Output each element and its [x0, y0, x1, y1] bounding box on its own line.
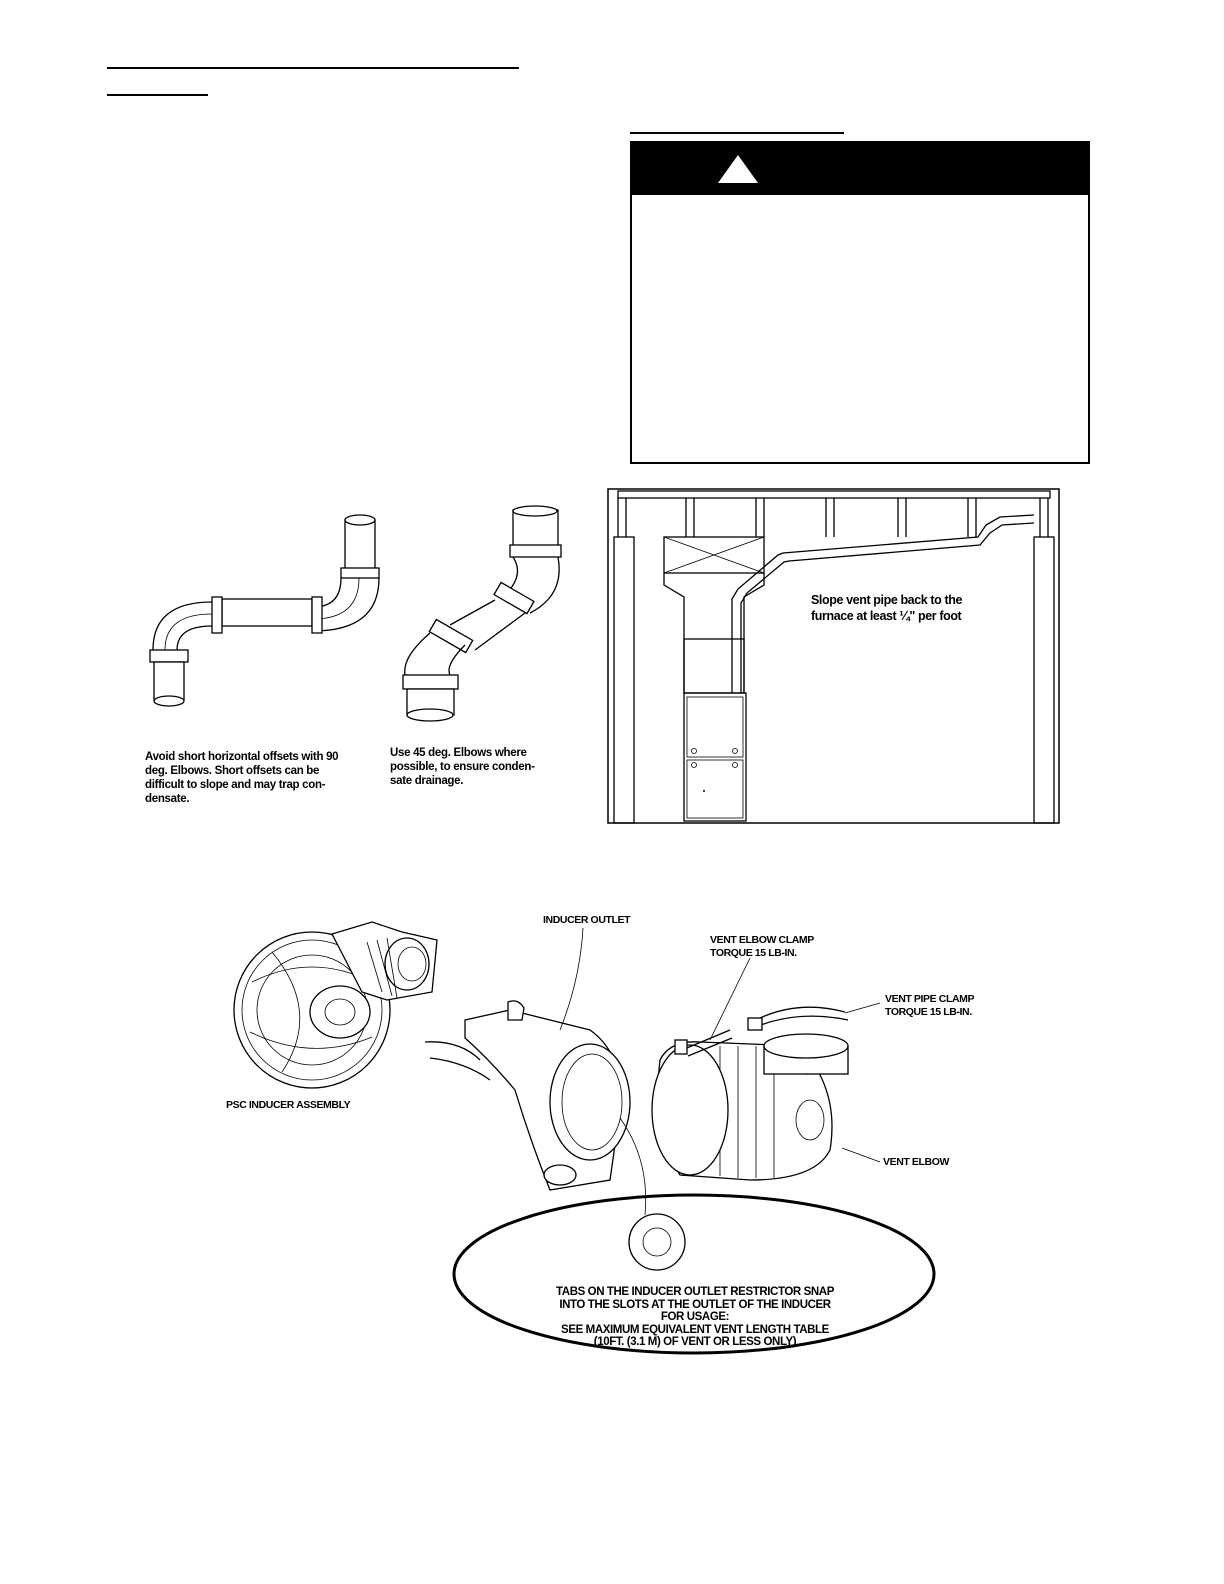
- note-line: TABS ON THE INDUCER OUTLET RESTRICTOR SN…: [556, 1286, 834, 1298]
- psc-inducer-assembly-label: PSC INDUCER ASSEMBLY: [226, 1099, 351, 1111]
- offset-90-caption: Avoid short horizontal offsets with 90 d…: [145, 750, 339, 806]
- warning-title-rule: [630, 132, 844, 134]
- inducer-outlet-label: INDUCER OUTLET: [543, 914, 631, 926]
- note-line: INTO THE SLOTS AT THE OUTLET OF THE INDU…: [559, 1298, 831, 1311]
- inducer-outlet-illustration: [424, 1000, 849, 1191]
- caption-line: Avoid short horizontal offsets with 90: [145, 751, 339, 763]
- note-line: SEE MAXIMUM EQUIVALENT VENT LENGTH TABLE: [561, 1323, 829, 1336]
- warning-box: [630, 141, 1090, 464]
- caption-line: Slope vent pipe back to the: [811, 593, 963, 607]
- vent-pipe-clamp-label: VENT PIPE CLAMP TORQUE 15 LB-IN.: [885, 993, 975, 1019]
- vent-slope-diagram: [607, 488, 1060, 824]
- label-line: TORQUE 15 LB-IN.: [885, 1006, 972, 1018]
- label-line: VENT PIPE CLAMP: [885, 993, 975, 1005]
- label-line: VENT ELBOW CLAMP: [710, 934, 814, 946]
- note-line: FOR USAGE:: [660, 1311, 730, 1323]
- offset-45-caption: Use 45 deg. Elbows where possible, to en…: [390, 746, 535, 788]
- caption-line: difficult to slope and may trap con-: [145, 779, 326, 791]
- caption-line: furnace at least ¼" per foot: [811, 609, 962, 623]
- caption-line: deg. Elbows. Short offsets can be: [145, 765, 320, 777]
- offset-90-elbow-diagram: [149, 514, 380, 707]
- vent-elbow-label: VENT ELBOW: [883, 1156, 949, 1168]
- caption-line: possible, to ensure conden-: [390, 761, 535, 773]
- warning-header: [632, 143, 1088, 195]
- caption-line: densate.: [145, 793, 190, 805]
- offset-45-elbow-diagram: [402, 505, 562, 722]
- vent-elbow-clamp-label: VENT ELBOW CLAMP TORQUE 15 LB-IN.: [710, 934, 814, 960]
- caption-line: Use 45 deg. Elbows where: [390, 747, 527, 759]
- label-line: TORQUE 15 LB-IN.: [710, 947, 797, 959]
- caption-line: sate drainage.: [390, 775, 464, 787]
- header-rule-long: [107, 67, 519, 69]
- note-line: (10FT. (3.1 M) OF VENT OR LESS ONLY): [593, 1336, 797, 1348]
- slope-caption: Slope vent pipe back to the furnace at l…: [811, 592, 962, 624]
- restrictor-callout: [452, 1193, 936, 1355]
- warning-triangle-icon: [718, 155, 758, 183]
- psc-inducer-assembly-illustration: [233, 921, 438, 1089]
- header-rule-short: [107, 94, 208, 96]
- restrictor-note: TABS ON THE INDUCER OUTLET RESTRICTOR SN…: [470, 1286, 920, 1349]
